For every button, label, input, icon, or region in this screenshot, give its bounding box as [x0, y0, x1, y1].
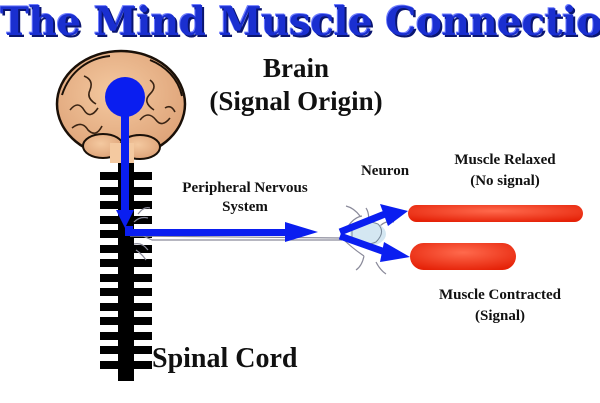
spine-vertebra	[100, 317, 152, 325]
spine-vertebra	[100, 288, 152, 296]
pns-label-line2: System	[222, 199, 268, 215]
muscle-contracted-sublabel: (Signal)	[474, 308, 525, 324]
brain-sublabel: (Signal Origin)	[209, 86, 383, 116]
brain	[55, 49, 187, 163]
muscle-contracted	[410, 243, 516, 270]
muscle-relaxed-label: Muscle Relaxed	[454, 152, 556, 168]
pns-label-line1: Peripheral Nervous	[182, 180, 308, 196]
muscle-contracted-label: Muscle Contracted	[438, 287, 562, 303]
muscle-relaxed-sublabel: (No signal)	[470, 173, 540, 189]
muscle-relaxed	[408, 205, 583, 222]
spine-vertebra	[100, 274, 152, 282]
spine-vertebra	[100, 303, 152, 311]
spine-vertebra	[100, 332, 152, 340]
spine-vertebra	[100, 361, 152, 369]
spine-vertebra	[100, 245, 152, 253]
spine-vertebra	[100, 259, 152, 267]
diagram-title: The Mind Muscle Connection	[0, 0, 600, 45]
spine-vertebra	[100, 346, 152, 354]
signal-path	[116, 110, 410, 262]
signal-origin-dot	[105, 77, 145, 117]
spinal-cord-label: Spinal Cord	[152, 343, 298, 374]
neuron-label: Neuron	[360, 163, 410, 179]
brain-label: Brain	[262, 53, 329, 83]
